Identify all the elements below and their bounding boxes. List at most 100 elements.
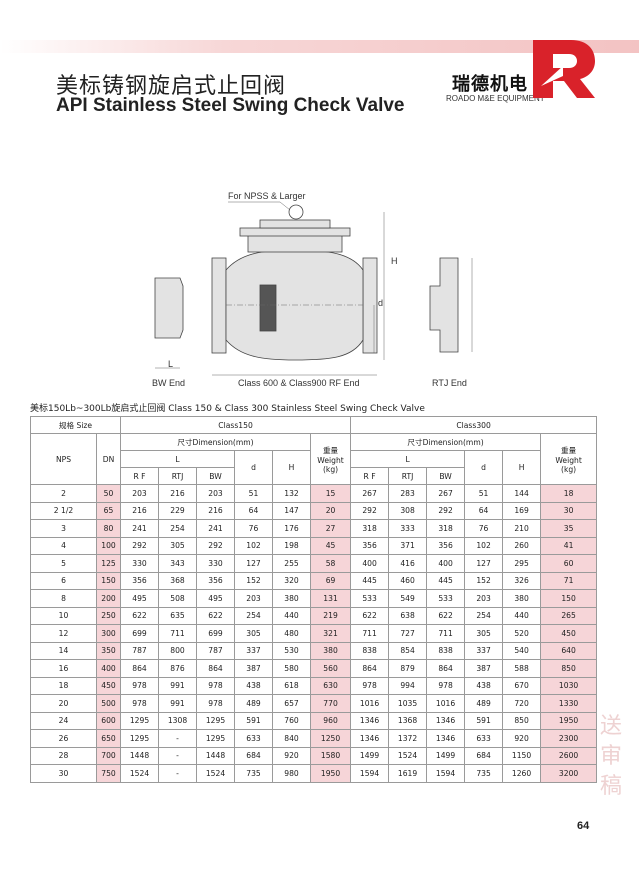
table-cell: 45 [310, 536, 352, 555]
table-cell: 283 [388, 484, 428, 503]
dimension-header-300: 尺寸Dimension(mm) [350, 433, 542, 451]
table-cell: 630 [310, 676, 352, 695]
table-cell: 102 [464, 536, 504, 555]
table-cell: 58 [310, 554, 352, 573]
table-cell: 292 [426, 501, 466, 520]
weight-label-cn: 重量 [322, 445, 339, 455]
table-cell: 71 [540, 571, 598, 590]
table-cell: 622 [120, 606, 160, 625]
table-cell: 495 [120, 589, 160, 608]
table-cell: 321 [310, 624, 352, 643]
table-cell: 1016 [426, 694, 466, 713]
table-cell: 640 [540, 641, 598, 660]
table-cell: 60 [540, 554, 598, 573]
rf-header-150: R F [120, 467, 160, 485]
table-cell: 102 [234, 536, 274, 555]
table-cell: 480 [272, 624, 312, 643]
table-cell: 460 [388, 571, 428, 590]
table-cell: 254 [234, 606, 274, 625]
table-cell: 5 [30, 554, 97, 573]
table-cell: 150 [540, 589, 598, 608]
class150-header: Class150 [120, 416, 352, 434]
nps-header: NPS [30, 433, 97, 485]
table-cell: 400 [350, 554, 390, 573]
bw-header-300: BW [426, 467, 466, 485]
table-cell: 2 1/2 [30, 501, 97, 520]
table-cell: 991 [158, 676, 198, 695]
table-cell: 920 [502, 729, 542, 748]
d-header-300: d [464, 450, 504, 485]
table-cell: 26 [30, 729, 97, 748]
table-cell: 960 [310, 711, 352, 730]
rtj-header-150: RTJ [158, 467, 198, 485]
table-cell: 368 [158, 571, 198, 590]
table-cell: 127 [464, 554, 504, 573]
table-cell: 438 [464, 676, 504, 695]
table-cell: 20 [30, 694, 97, 713]
valve-drawing [154, 201, 473, 376]
weight-label-en: Weight [317, 455, 344, 465]
table-cell: - [158, 746, 198, 765]
table-cell: 549 [388, 589, 428, 608]
h-header-300: H [502, 450, 542, 485]
table-cell: 440 [272, 606, 312, 625]
brand-logo-icon [533, 40, 595, 98]
table-cell: 1499 [426, 746, 466, 765]
table-cell: 1295 [120, 729, 160, 748]
table-cell: 1250 [310, 729, 352, 748]
table-cell: 1950 [540, 711, 598, 730]
table-cell: 1372 [388, 729, 428, 748]
rf-header-300: R F [350, 467, 390, 485]
table-cell: 622 [196, 606, 236, 625]
table-cell: 18 [30, 676, 97, 695]
table-cell: 1499 [350, 746, 390, 765]
table-cell: 787 [196, 641, 236, 660]
table-cell: 330 [196, 554, 236, 573]
table-cell: 450 [95, 676, 122, 695]
table-cell: 1308 [158, 711, 198, 730]
table-cell: 864 [196, 659, 236, 678]
table-cell: 533 [426, 589, 466, 608]
table-cell: 219 [310, 606, 352, 625]
table-cell: 978 [426, 676, 466, 695]
table-cell: 638 [388, 606, 428, 625]
table-cell: 684 [234, 746, 274, 765]
bw-header-150: BW [196, 467, 236, 485]
dimension-table: 规格 Size Class150 Class300 NPS DN 尺寸Dimen… [29, 416, 598, 783]
brand-name-cn: 瑞德机电 [452, 74, 528, 95]
caption-rtj-end: RTJ End [432, 378, 467, 388]
table-cell: 978 [196, 694, 236, 713]
table-cell: 28 [30, 746, 97, 765]
table-cell: 216 [196, 501, 236, 520]
table-cell: 445 [426, 571, 466, 590]
table-cell: 440 [502, 606, 542, 625]
table-cell: 30 [30, 764, 97, 783]
table-cell: 727 [388, 624, 428, 643]
table-cell: 3200 [540, 764, 598, 783]
table-cell: 400 [426, 554, 466, 573]
table-cell: 450 [540, 624, 598, 643]
table-cell: 978 [120, 694, 160, 713]
table-cell: 864 [120, 659, 160, 678]
table-cell: 292 [196, 536, 236, 555]
weight-header-150: 重量 Weight (kg) [310, 433, 352, 485]
table-cell: 356 [426, 536, 466, 555]
table-cell: 51 [234, 484, 274, 503]
table-cell: 770 [310, 694, 352, 713]
table-cell: 1030 [540, 676, 598, 695]
table-cell: 203 [234, 589, 274, 608]
table-cell: 1295 [196, 729, 236, 748]
table-cell: 267 [350, 484, 390, 503]
table-cell: 699 [196, 624, 236, 643]
table-cell: 600 [95, 711, 122, 730]
table-cell: 533 [350, 589, 390, 608]
table-cell: 127 [234, 554, 274, 573]
table-cell: 489 [464, 694, 504, 713]
table-cell: 241 [196, 519, 236, 538]
